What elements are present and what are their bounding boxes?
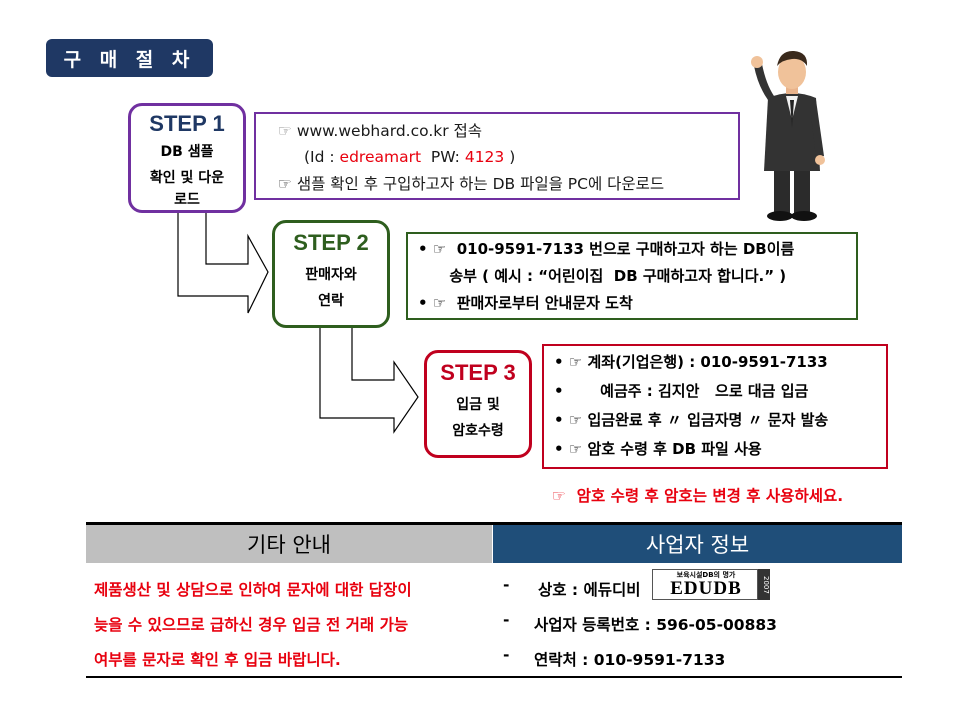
step2-label: STEP 2 bbox=[293, 230, 368, 256]
step3-desc-line2: 암호수령 bbox=[452, 418, 504, 444]
table-bottom-rule bbox=[86, 676, 902, 678]
password-change-note: ☞ 암호 수령 후 암호는 변경 후 사용하세요. bbox=[552, 484, 843, 506]
step2-desc-line1: 판매자와 bbox=[305, 262, 357, 288]
webhard-url: www.webhard.co.kr 접속 bbox=[297, 122, 482, 140]
company-name: 상호 : 에듀디비 bbox=[538, 578, 641, 600]
step3-info-line4: • ☞ 암호 수령 후 DB 파일 사용 bbox=[554, 435, 886, 464]
step3-info-line1: • ☞ 계좌(기업은행) : 010-9591-7133 bbox=[554, 348, 886, 377]
step2-info-box: • ☞ 010-9591-7133 번으로 구매하고자 하는 DB이름 송부 (… bbox=[406, 232, 858, 320]
logo-wordmark: EDUDB bbox=[656, 579, 756, 599]
dash-bullet: - bbox=[503, 646, 509, 664]
business-info-header: 사업자 정보 bbox=[493, 525, 902, 563]
step1-box: STEP 1 DB 샘플 확인 및 다운 로드 bbox=[128, 103, 246, 213]
pointer-hand-icon: ☞ bbox=[278, 122, 297, 140]
etc-info-line1: 제품생산 및 상담으로 인하여 문자에 대한 답장이 bbox=[94, 578, 412, 600]
step1-label: STEP 1 bbox=[149, 111, 224, 137]
id-label: (Id : bbox=[304, 148, 340, 166]
step1-desc-line1: DB 샘플 bbox=[150, 139, 224, 165]
dash-bullet: - bbox=[503, 576, 509, 594]
step1-desc-line3: 로드 bbox=[150, 191, 224, 209]
step3-box: STEP 3 입금 및 암호수령 bbox=[424, 350, 532, 458]
step3-info-box: • ☞ 계좌(기업은행) : 010-9591-7133 • 예금주 : 김지안… bbox=[542, 344, 888, 469]
step2-info-line3: • ☞ 판매자로부터 안내문자 도착 bbox=[418, 290, 856, 317]
logo-year: 2007 bbox=[758, 569, 770, 600]
id-suffix: ) bbox=[504, 148, 515, 166]
arrow-step1-to-step2 bbox=[178, 212, 268, 313]
step3-info-line2: • 예금주 : 김지안 으로 대금 입금 bbox=[554, 377, 886, 406]
arrow-step2-to-step3 bbox=[320, 327, 418, 432]
business-registration-number: 사업자 등록번호 : 596-05-00883 bbox=[534, 613, 777, 635]
step2-desc-line2: 연락 bbox=[305, 288, 357, 314]
contact-number: 연락처 : 010-9591-7133 bbox=[534, 648, 725, 670]
step3-desc-line1: 입금 및 bbox=[452, 392, 504, 418]
etc-info-line3: 여부를 문자로 확인 후 입금 바랍니다. bbox=[94, 648, 341, 670]
step2-info-line1: • ☞ 010-9591-7133 번으로 구매하고자 하는 DB이름 bbox=[418, 236, 856, 263]
step2-info-line2: 송부 ( 예시 : “어린이집 DB 구매하고자 합니다.” ) bbox=[418, 263, 856, 290]
etc-info-header: 기타 안내 bbox=[86, 525, 492, 563]
login-password: 4123 bbox=[465, 148, 504, 166]
etc-info-line2: 늦을 수 있으므로 급하신 경우 입금 전 거래 가능 bbox=[94, 613, 408, 635]
pw-label: PW: bbox=[421, 148, 465, 166]
dash-bullet: - bbox=[503, 611, 509, 629]
step1-desc-line2: 확인 및 다운 bbox=[150, 165, 224, 191]
login-id: edreamart bbox=[340, 148, 422, 166]
step3-label: STEP 3 bbox=[440, 360, 515, 386]
businessman-illustration bbox=[740, 36, 850, 226]
edudb-logo: 보육시설DB의 명가 EDUDB 2007 bbox=[652, 569, 772, 602]
download-instruction: ☞ 샘플 확인 후 구입하고자 하는 DB 파일을 PC에 다운로드 bbox=[278, 170, 664, 199]
step1-info-box: ☞ www.webhard.co.kr 접속 (Id : edreamart P… bbox=[254, 112, 740, 200]
step3-info-line3: • ☞ 입금완료 후 〃 입금자명 〃 문자 발송 bbox=[554, 406, 886, 435]
step2-box: STEP 2 판매자와 연락 bbox=[272, 220, 390, 328]
